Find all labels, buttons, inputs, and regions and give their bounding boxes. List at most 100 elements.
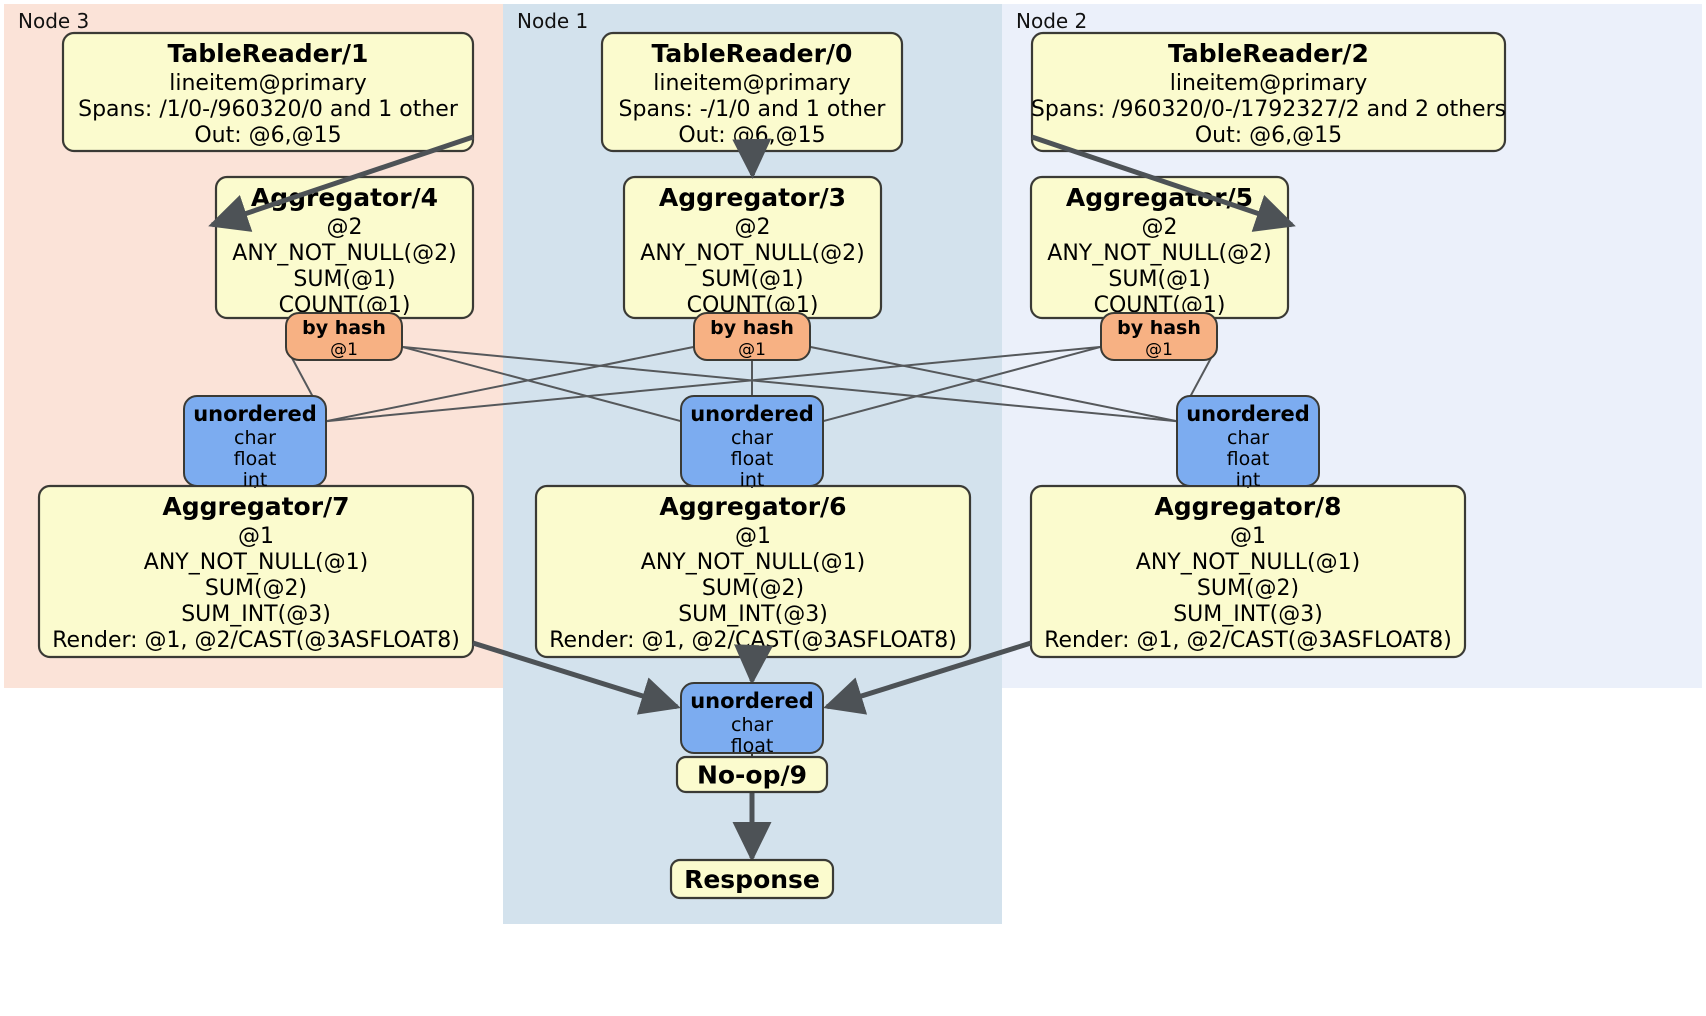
processor-detail-line: @1 [1230,524,1266,549]
processor-detail-line: Render: @1, @2/CAST(@3ASFLOAT8) [549,628,957,653]
router-title: by hash [302,317,386,339]
synchronizer-title: unordered [1186,402,1310,426]
node-panel-label: Node 2 [1016,9,1087,33]
synchronizer-type-line: float [731,735,774,757]
shuffle-edge-hash4-to-un8 [401,345,1178,423]
node-panel-label: Node 1 [517,9,588,33]
processor-detail-line: Render: @1, @2/CAST(@3ASFLOAT8) [1044,628,1452,653]
processor-aggregator-6[interactable]: Aggregator/6 @1ANY_NOT_NULL(@1)SUM(@2)SUM… [534,484,972,659]
synchronizer-nodes: unorderedcharfloatintunorderedcharfloati… [183,395,1320,757]
processor-detail-line: Spans: /960320/0-/1792327/2 and 2 others [1031,97,1506,122]
synchronizer-type-line: char [731,714,773,736]
node-panel-label: Node 3 [18,9,89,33]
processor-detail-line: SUM(@2) [1197,576,1299,601]
processor-detail-line: Spans: /1/0-/960320/0 and 1 other [78,97,459,122]
synchronizer-title: unordered [690,689,814,713]
processor-detail-line: SUM(@1) [701,267,803,292]
processor-title: TableReader/2 [1168,39,1369,68]
processor-detail-line: ANY_NOT_NULL(@2) [1047,241,1271,266]
processor-title: Aggregator/5 [1066,183,1253,212]
synchronizer-type-line: int [1236,469,1261,491]
shuffle-edge-hash5-to-un7 [325,345,1102,423]
processor-detail-line: SUM(@1) [1108,267,1210,292]
processor-detail-line: ANY_NOT_NULL(@2) [232,241,456,266]
stream-edge-agg6-to-final [734,644,773,685]
processor-aggregator-7[interactable]: Aggregator/7 @1ANY_NOT_NULL(@1)SUM(@2)SUM… [37,484,475,659]
processor-detail-line: SUM(@2) [702,576,804,601]
processor-detail-line: lineitem@primary [653,71,851,96]
shuffle-edge-hash3-to-un7 [325,345,695,423]
processor-title: Aggregator/7 [162,492,349,521]
synchronizer-type-line: float [731,448,774,470]
synchronizer-type-line: char [234,427,276,449]
processor-title: Aggregator/3 [659,183,846,212]
processor-detail-line: SUM(@1) [293,267,395,292]
router-by-hash-5[interactable]: by hash@1 [1100,312,1218,361]
stream-edge-tr1-to-agg4 [208,134,474,232]
terminal-no-op-9[interactable]: No-op/9 [675,755,829,794]
processor-detail-line: ANY_NOT_NULL(@1) [144,550,368,575]
synchronizer-type-line: int [740,469,765,491]
processor-detail-line: Out: @6,@15 [194,123,341,148]
processor-detail-line: @1 [735,524,771,549]
router-title: by hash [710,317,794,339]
router-detail-line: @1 [1145,340,1173,360]
router-by-hash-4[interactable]: by hash@1 [285,312,403,361]
processor-detail-line: SUM(@2) [205,576,307,601]
processor-detail-line: @2 [1142,215,1178,240]
synchronizer-title: unordered [690,402,814,426]
synchronizer-type-line: float [234,448,277,470]
terminal-response[interactable]: Response [669,858,835,900]
stream-edge-tr0-to-agg3 [732,138,772,179]
processor-detail-line: SUM_INT(@3) [678,602,828,627]
router-by-hash-3[interactable]: by hash@1 [693,312,811,361]
processor-detail-line: ANY_NOT_NULL(@1) [1136,550,1360,575]
processor-detail-line: Render: @1, @2/CAST(@3ASFLOAT8) [52,628,460,653]
synchronizer-type-line: char [731,427,773,449]
processor-aggregator-5[interactable]: Aggregator/5@2ANY_NOT_NULL(@2)SUM(@1)COU… [1029,175,1290,320]
router-title: by hash [1117,317,1201,339]
shuffle-edge-hash5-to-un6 [822,345,1102,423]
processor-aggregator-3[interactable]: Aggregator/3@2ANY_NOT_NULL(@2)SUM(@1)COU… [622,175,883,320]
synchronizer-type-line: float [1227,448,1270,470]
processor-detail-line: ANY_NOT_NULL(@1) [641,550,865,575]
processor-detail-line: lineitem@primary [169,71,367,96]
stream-edge-tr2-to-agg5 [1031,134,1296,232]
processor-title: Aggregator/8 [1154,492,1341,521]
router-detail-line: @1 [738,340,766,360]
processor-detail-line: @2 [327,215,363,240]
shuffle-edge-hash4-to-un6 [401,345,682,423]
processor-title: Aggregator/6 [659,492,846,521]
processor-detail-line: SUM_INT(@3) [181,602,331,627]
processor-detail-line: Out: @6,@15 [678,123,825,148]
shuffle-edge-hash3-to-un8 [809,345,1178,423]
processor-aggregator-8[interactable]: Aggregator/8 @1ANY_NOT_NULL(@1)SUM(@2)SUM… [1029,484,1467,659]
processor-detail-line: @2 [735,215,771,240]
router-detail-line: @1 [330,340,358,360]
processor-title: TableReader/0 [652,39,853,68]
processor-detail-line: Out: @6,@15 [1195,123,1342,148]
router-nodes: by hash@1by hash@1by hash@1 [285,312,1218,361]
processor-aggregator-4[interactable]: Aggregator/4@2ANY_NOT_NULL(@2)SUM(@1)COU… [214,175,475,320]
processor-title: Aggregator/4 [251,183,438,212]
processor-detail-line: @1 [238,524,274,549]
terminal-title: Response [684,865,820,894]
stream-edge-agg7-to-final [472,640,681,715]
processor-detail-line: SUM_INT(@3) [1173,602,1323,627]
processor-detail-line: Spans: -/1/0 and 1 other [619,97,887,122]
stream-edge-agg8-to-final [823,640,1032,715]
synchronizer-type-line: char [1227,427,1269,449]
terminal-title: No-op/9 [697,761,807,790]
processor-detail-line: ANY_NOT_NULL(@2) [640,241,864,266]
processor-detail-line: lineitem@primary [1170,71,1368,96]
